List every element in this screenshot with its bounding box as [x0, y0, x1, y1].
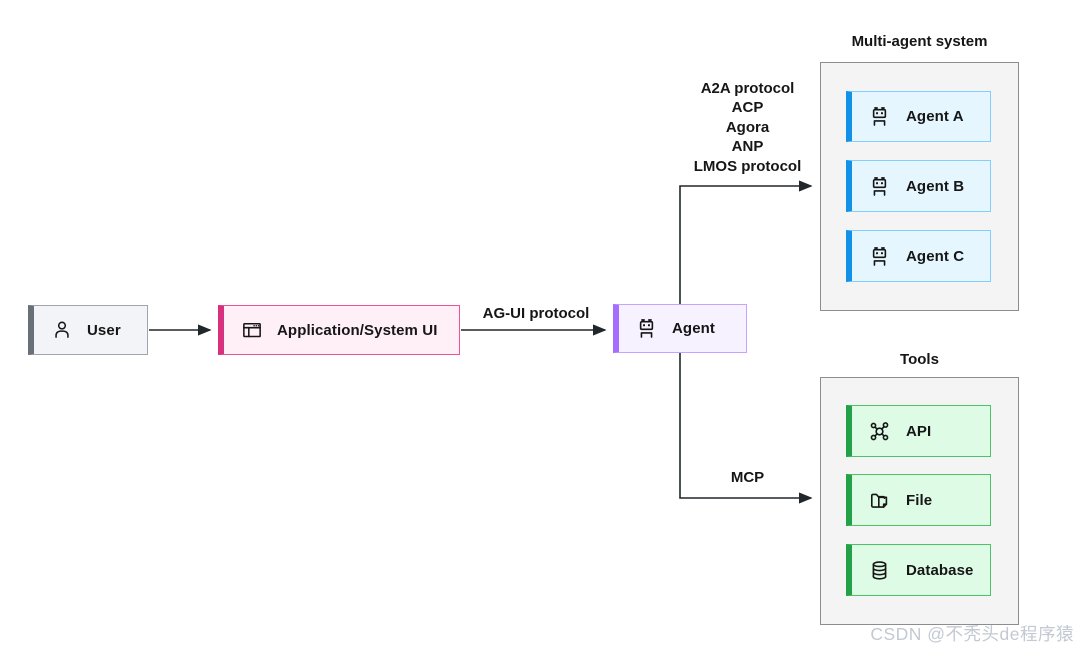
- user-label: User: [87, 321, 121, 339]
- file-label: File: [906, 491, 933, 509]
- api-label: API: [906, 422, 932, 440]
- connector-agent-to-multi-agent: [679, 180, 813, 304]
- csdn-watermark: CSDN @不秃头de程序猿: [870, 624, 1074, 644]
- agent-a-label: Agent A: [906, 108, 964, 125]
- agent-b-node: Agent B: [846, 160, 991, 212]
- bot-icon: [868, 175, 891, 198]
- ag-ui-protocol-edge-label: AG-UI protocol: [482, 305, 590, 322]
- agent-label: Agent: [672, 320, 715, 337]
- file-tool-node: File: [846, 474, 991, 526]
- bot-icon: [868, 245, 891, 268]
- mcp-edge-label: MCP: [730, 469, 765, 486]
- protocol-label: Agora: [725, 118, 770, 136]
- protocol-label: A2A protocol: [700, 80, 795, 97]
- application-system-ui-node: Application/System UI: [218, 305, 460, 355]
- api-tool-node: API: [846, 405, 991, 457]
- protocol-label: ANP: [731, 138, 764, 156]
- bot-icon: [868, 105, 891, 128]
- database-tool-node: Database: [846, 544, 991, 596]
- protocol-label: ACP: [731, 99, 764, 117]
- agent-node: Agent: [613, 304, 747, 353]
- browser-window-icon: [241, 319, 263, 341]
- application-system-ui-label: Application/System UI: [277, 321, 438, 339]
- user-icon: [51, 319, 73, 341]
- agent-c-node: Agent C: [846, 230, 991, 282]
- multi-agent-system-title: Multi-agent system: [851, 33, 988, 50]
- tools-title: Tools: [900, 351, 939, 368]
- protocol-label: LMOS protocol: [693, 157, 802, 175]
- agent-protocols-edge-label: A2A protocol ACP Agora ANP LMOS protocol: [655, 79, 840, 176]
- api-nodes-icon: [868, 420, 891, 443]
- database-label: Database: [906, 561, 974, 579]
- user-node: User: [28, 305, 148, 355]
- agent-b-label: Agent B: [906, 177, 965, 195]
- agent-a-node: Agent A: [846, 91, 991, 142]
- agent-c-label: Agent C: [906, 247, 965, 265]
- connector-agent-to-tools: [679, 353, 813, 504]
- database-icon: [868, 559, 891, 582]
- folder-file-icon: [868, 489, 891, 512]
- bot-icon: [635, 317, 658, 340]
